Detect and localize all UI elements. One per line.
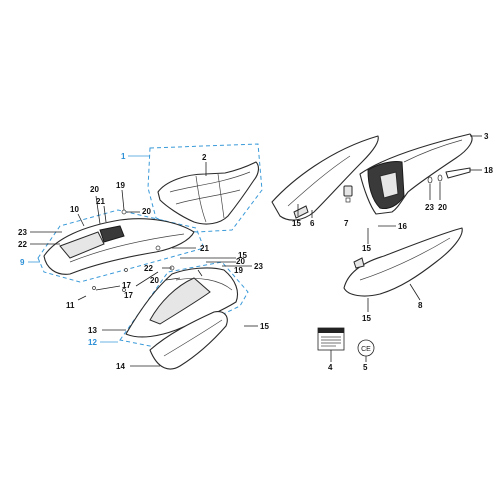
leader-20-mid bbox=[165, 277, 181, 281]
lower-cover-part bbox=[149, 311, 228, 370]
group-outline-seat bbox=[147, 143, 263, 233]
right-side-panel-part bbox=[343, 227, 463, 297]
leader-11 bbox=[77, 295, 87, 301]
front-cowl-part bbox=[43, 218, 195, 275]
callout-9: 9 bbox=[20, 258, 25, 267]
callout-10: 10 bbox=[70, 205, 79, 214]
callout-20-top: 20 bbox=[90, 185, 99, 194]
callout-17a: 17 bbox=[122, 281, 131, 290]
warning-label-part bbox=[317, 327, 345, 351]
leader-20-top bbox=[95, 195, 101, 225]
callout-16: 16 bbox=[398, 222, 407, 231]
callout-15-lower: 15 bbox=[362, 314, 371, 323]
callout-20-right: 20 bbox=[142, 207, 151, 216]
bar-part bbox=[445, 167, 471, 179]
callout-19-top: 19 bbox=[116, 181, 125, 190]
callout-4: 4 bbox=[328, 363, 333, 372]
callout-22-mid: 22 bbox=[144, 264, 153, 273]
callout-8: 8 bbox=[418, 301, 423, 310]
callout-15-right: 15 bbox=[260, 322, 269, 331]
radiator-shroud-part bbox=[125, 267, 239, 338]
callout-12: 12 bbox=[88, 338, 97, 347]
callout-23-left: 23 bbox=[18, 228, 27, 237]
group-outline-12 bbox=[119, 261, 249, 349]
ce-mark-text: CE bbox=[361, 346, 371, 353]
bolts-left bbox=[92, 209, 175, 292]
callout-21-top: 21 bbox=[96, 197, 105, 206]
callout-21-mid: 21 bbox=[200, 244, 209, 253]
callout-5: 5 bbox=[363, 363, 368, 372]
callout-19-mid: 19 bbox=[234, 266, 243, 275]
callout-15-mid: 15 bbox=[362, 244, 371, 253]
callout-15-top: 15 bbox=[238, 251, 247, 260]
bracket-part bbox=[343, 185, 353, 203]
ce-mark-part: CE bbox=[357, 339, 375, 357]
callout-18: 18 bbox=[484, 166, 493, 175]
leader-8 bbox=[409, 283, 421, 301]
callout-7: 7 bbox=[344, 219, 349, 228]
leader-10 bbox=[77, 213, 85, 227]
group-outline-9 bbox=[37, 209, 205, 283]
callout-20-lower: 20 bbox=[236, 257, 245, 266]
callout-20-mid: 20 bbox=[150, 276, 159, 285]
callout-14: 14 bbox=[116, 362, 125, 371]
callout-17b: 17 bbox=[124, 291, 133, 300]
callout-23-mid: 23 bbox=[254, 262, 263, 271]
callout-23-right: 23 bbox=[425, 203, 434, 212]
callout-22-left: 22 bbox=[18, 240, 27, 249]
leader-19-mid bbox=[197, 269, 203, 277]
callout-2: 2 bbox=[202, 153, 207, 162]
leader-17a bbox=[95, 285, 121, 291]
seat-part bbox=[157, 161, 259, 225]
leader-21-top bbox=[103, 205, 107, 223]
left-side-panel-part bbox=[271, 135, 379, 221]
callout-11: 11 bbox=[66, 301, 75, 310]
leader-19-top bbox=[121, 189, 125, 211]
rear-fender-part bbox=[359, 133, 473, 215]
bolts-right bbox=[427, 174, 443, 200]
callout-6: 6 bbox=[310, 219, 315, 228]
callout-1: 1 bbox=[121, 152, 126, 161]
callout-15-left: 15 bbox=[292, 219, 301, 228]
callout-13: 13 bbox=[88, 326, 97, 335]
leader-17b bbox=[135, 271, 159, 287]
callout-20-far-right: 20 bbox=[438, 203, 447, 212]
callout-3: 3 bbox=[484, 132, 489, 141]
